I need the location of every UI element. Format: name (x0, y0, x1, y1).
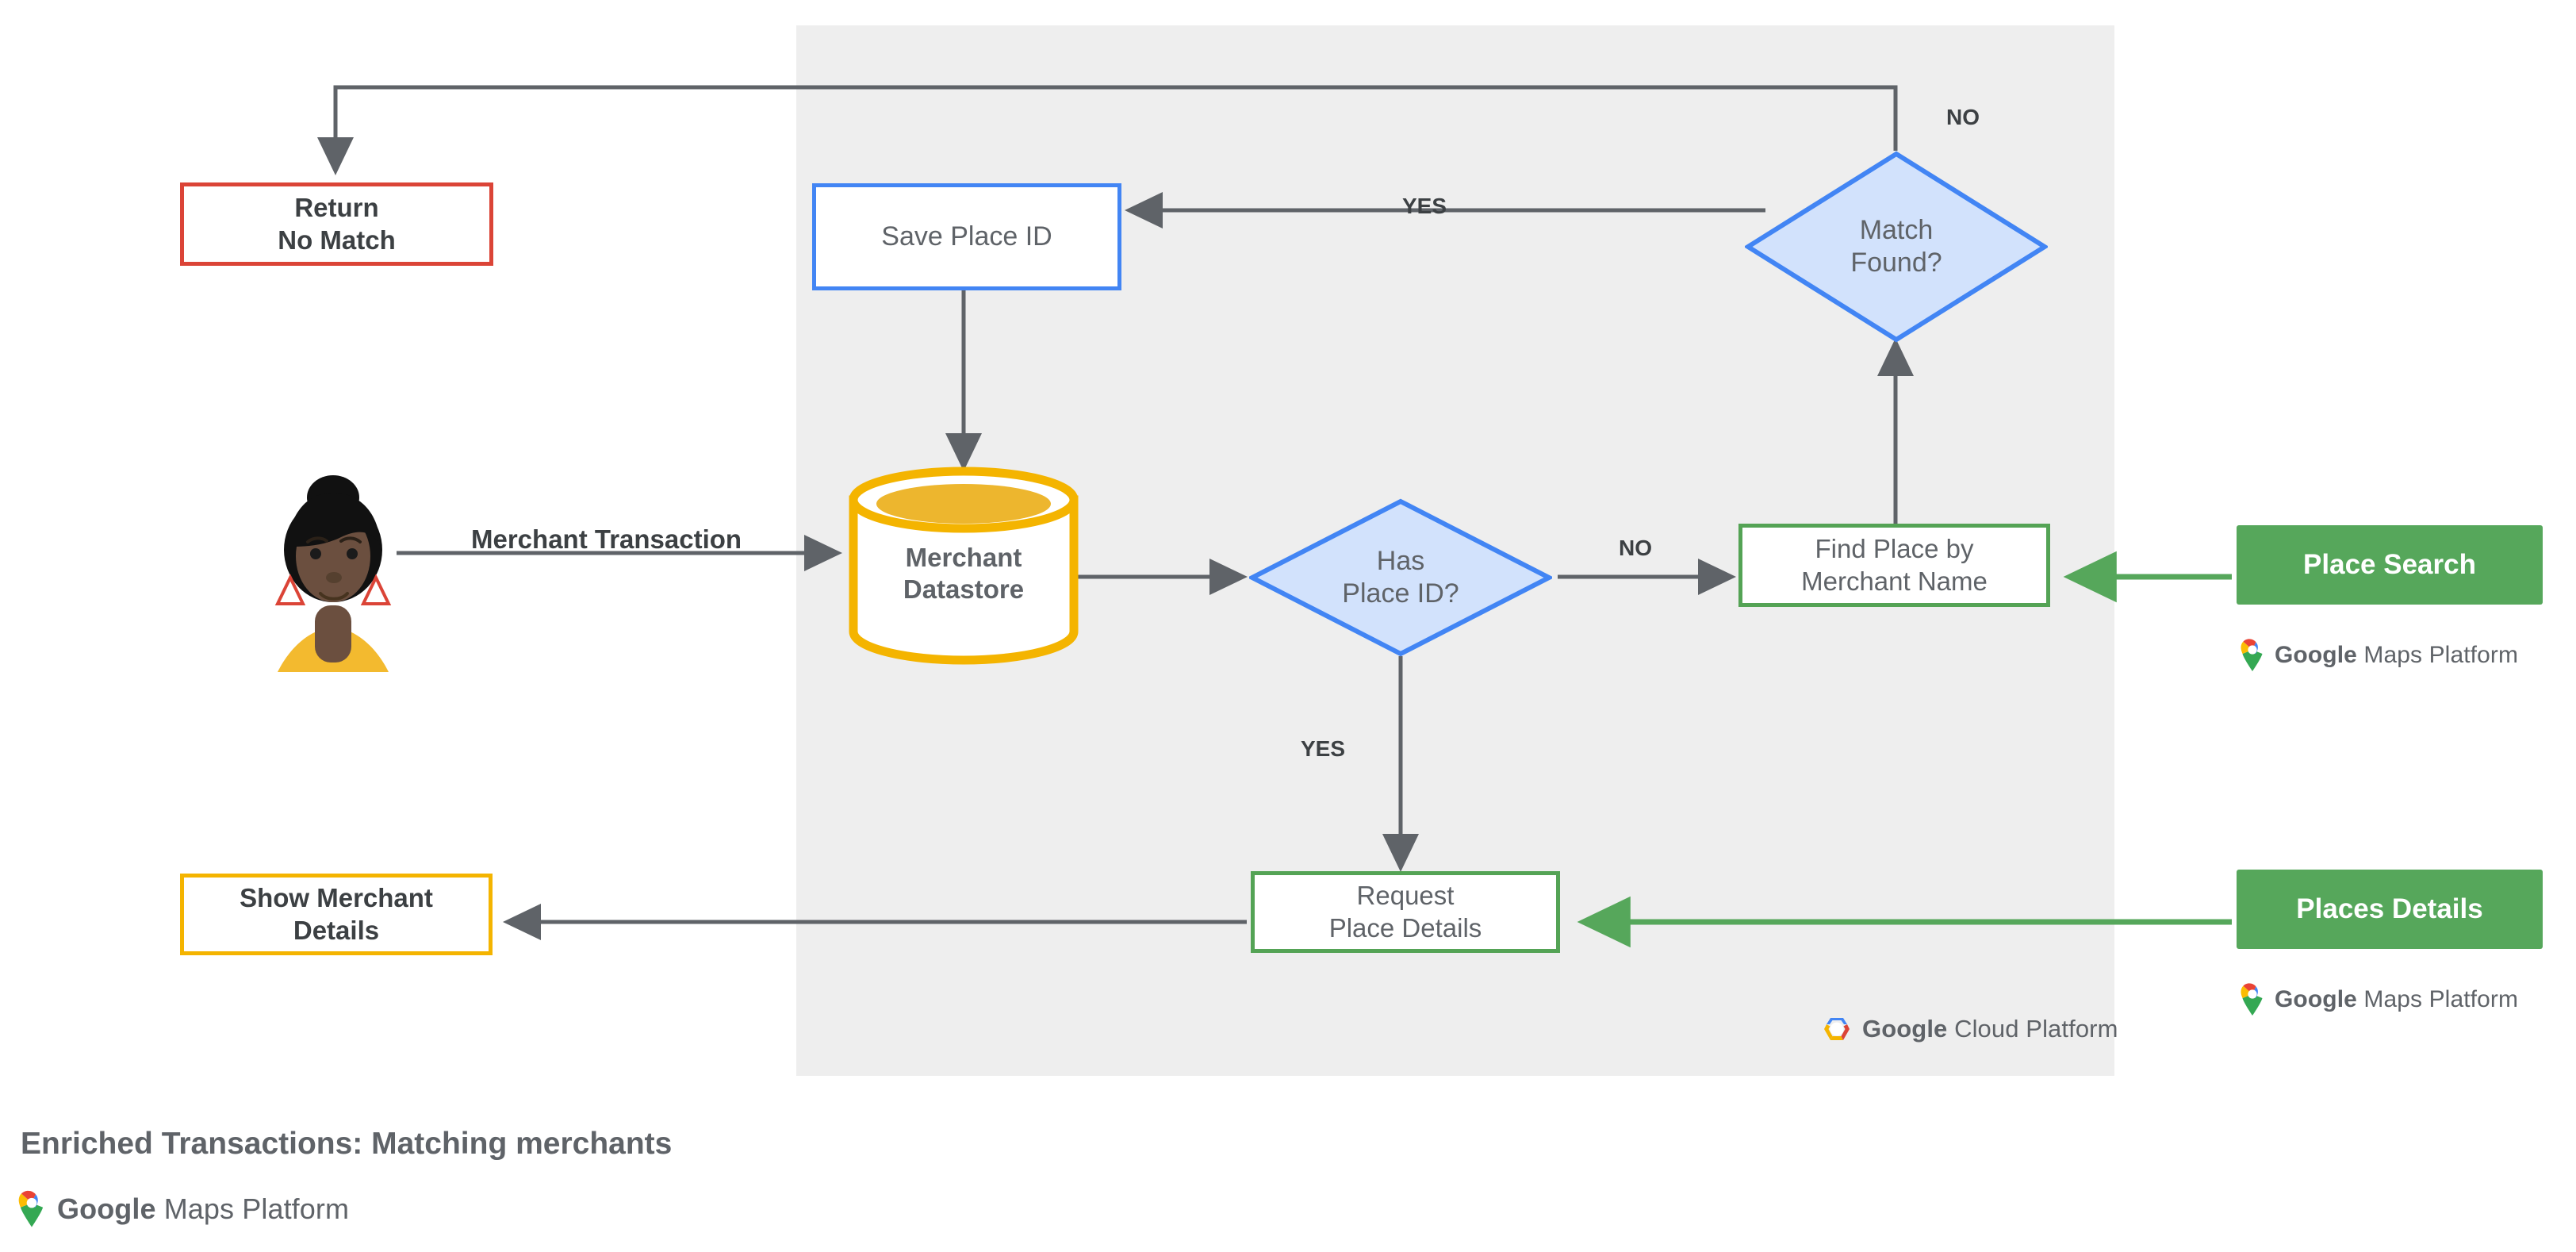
avatar-illustration (274, 475, 392, 672)
show-merchant-details-line1: Show Merchant (240, 883, 433, 913)
node-has-place-id[interactable]: Has Place ID? (1249, 498, 1552, 657)
datastore-cylinder-shape (849, 467, 1079, 665)
node-merchant-datastore[interactable]: Merchant Datastore (849, 467, 1079, 665)
node-match-found[interactable]: Match Found? (1745, 151, 2048, 343)
node-place-search[interactable]: Place Search (2237, 525, 2543, 605)
match-found-line1: Match (1859, 214, 1934, 245)
has-place-id-line1: Has (1376, 545, 1425, 576)
google-maps-pin-icon (18, 1190, 44, 1227)
place-search-label: Place Search (2303, 548, 2476, 580)
save-place-id-label: Save Place ID (881, 221, 1052, 252)
has-place-id-line2: Place ID? (1342, 578, 1459, 609)
google-maps-pin-icon (2241, 639, 2263, 671)
google-maps-pin-icon (2241, 983, 2263, 1016)
match-found-diamond-shape (1745, 151, 2048, 343)
merchant-datastore-line2: Datastore (903, 574, 1025, 604)
edge-label-match-found-no: NO (1946, 105, 1980, 129)
brand-text-maps-platform: Google Maps Platform (2275, 986, 2519, 1012)
brand-maps-platform-place-search: Google Maps Platform (2240, 639, 2518, 672)
node-request-place-details[interactable]: Request Place Details (1251, 871, 1560, 953)
request-place-details-line2: Place Details (1328, 912, 1482, 943)
node-save-place-id[interactable]: Save Place ID (812, 183, 1121, 290)
node-return-no-match[interactable]: Return No Match (180, 182, 493, 266)
match-found-line2: Found? (1850, 248, 1942, 278)
request-place-details-line1: Request (1356, 881, 1455, 911)
find-place-line1: Find Place by (1815, 534, 1974, 564)
brand-text-maps-platform: Google Maps Platform (57, 1192, 350, 1225)
edge-label-has-place-id-yes: YES (1301, 736, 1346, 761)
merchant-datastore-line1: Merchant (905, 543, 1022, 572)
node-find-place-by-merchant-name[interactable]: Find Place by Merchant Name (1738, 524, 2050, 607)
brand-cloud-platform: Google Cloud Platform (1821, 1013, 2118, 1045)
page-title: Enriched Transactions: Matching merchant… (21, 1127, 673, 1161)
edge-label-has-place-id-no: NO (1619, 536, 1652, 560)
return-no-match-line2: No Match (278, 225, 396, 255)
brand-maps-platform-footer: Google Maps Platform (17, 1190, 349, 1228)
edge-label-merchant-transaction: Merchant Transaction (471, 524, 742, 554)
show-merchant-details-line2: Details (293, 915, 380, 945)
node-places-details[interactable]: Places Details (2237, 870, 2543, 949)
customer-avatar (262, 464, 404, 678)
edge-label-match-found-yes: YES (1402, 194, 1447, 218)
brand-maps-platform-places-details: Google Maps Platform (2240, 983, 2518, 1016)
brand-text-maps-platform: Google Maps Platform (2275, 642, 2519, 668)
find-place-line2: Merchant Name (1801, 566, 1988, 596)
node-show-merchant-details[interactable]: Show Merchant Details (180, 874, 493, 955)
places-details-label: Places Details (2296, 893, 2483, 924)
google-cloud-hexagon-icon (1824, 1018, 1850, 1040)
return-no-match-line1: Return (294, 193, 379, 223)
brand-text-cloud-platform: Google Cloud Platform (1862, 1015, 2118, 1043)
has-place-id-diamond-shape (1249, 498, 1552, 657)
